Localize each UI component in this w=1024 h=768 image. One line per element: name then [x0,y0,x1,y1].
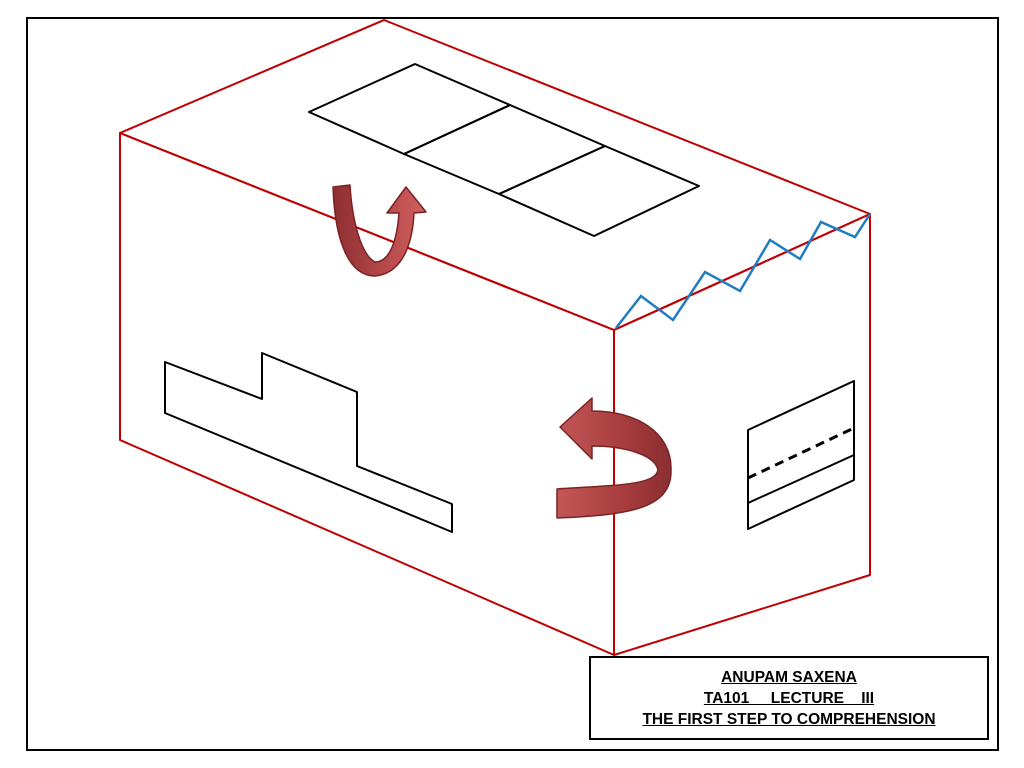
side-rotation-arrow [556,397,672,519]
zigzag-break-line [615,213,872,329]
course-lecture: TA101 LECTURE III [703,689,875,707]
author-name: ANUPAM SAXENA [721,668,857,686]
right-slot-solid-line [747,454,855,504]
isometric-box [119,19,871,656]
slide-frame [26,17,999,751]
right-slot-outline [747,380,855,530]
top-slot-2 [403,104,606,195]
title-block: ANUPAM SAXENA TA101 LECTURE III THE FIRS… [589,656,989,740]
right-face-slot [747,380,855,530]
top-slot-1 [308,63,511,155]
top-slot-3 [498,145,700,237]
curved-arrow-icon [556,397,672,519]
top-rotation-arrow [332,184,427,277]
front-face-stepped-profile [164,352,453,533]
box-right-face [613,213,871,656]
curved-arrow-icon [332,184,427,277]
lecture-subtitle: THE FIRST STEP TO COMPREHENSION [642,710,936,728]
right-slot-hidden-line [747,426,855,480]
top-face-slots [308,63,700,237]
